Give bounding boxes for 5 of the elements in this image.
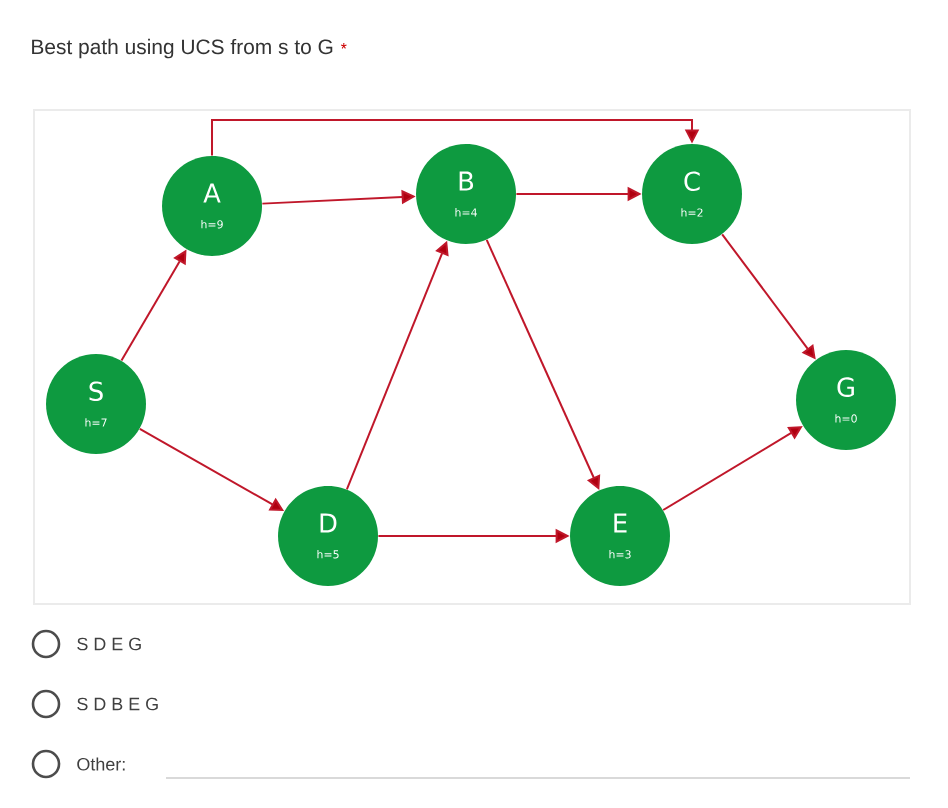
option-label: S D E G xyxy=(77,637,141,651)
question-title: Best path using UCS from s to G xyxy=(32,38,333,59)
option-label: Other: xyxy=(77,757,125,771)
option-label: S D B E G xyxy=(77,697,158,711)
arrow xyxy=(211,119,700,157)
